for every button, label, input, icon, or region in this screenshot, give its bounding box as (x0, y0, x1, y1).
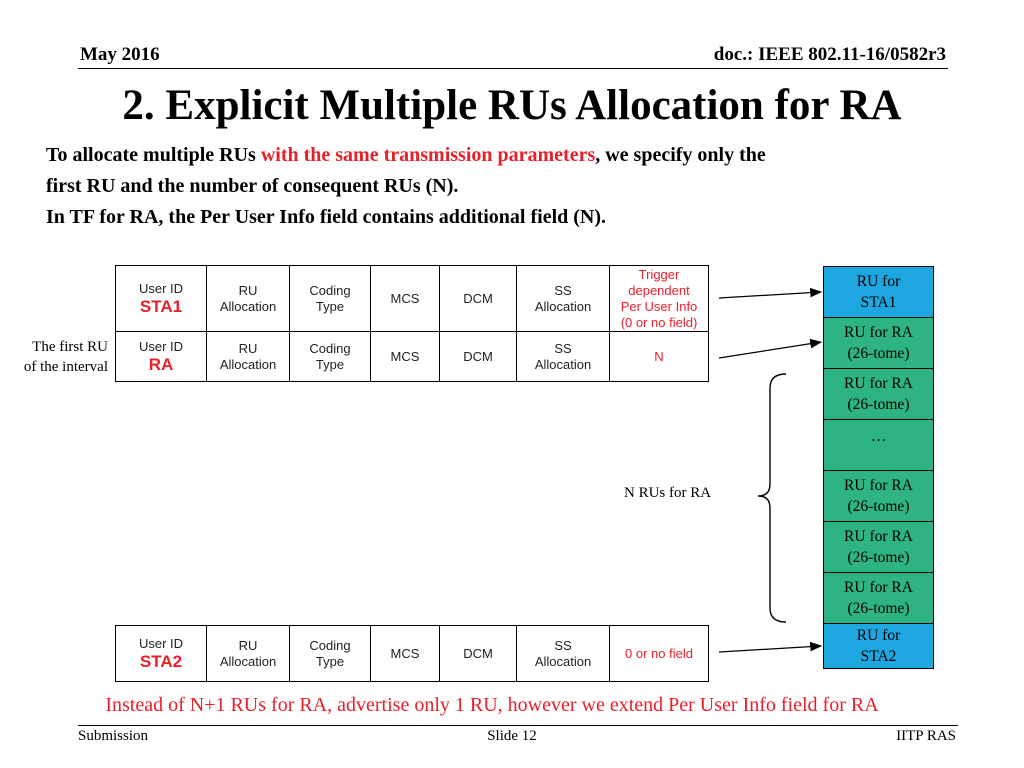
header-divider (78, 68, 948, 69)
arrow-sta1 (718, 287, 823, 299)
ru-block-ra: RU for RA(26-tome) (823, 368, 934, 420)
cell-mcs: MCS (370, 265, 440, 332)
intro-line-2: first RU and the number of consequent RU… (46, 175, 459, 197)
cell-mcs: MCS (370, 331, 440, 382)
intro-line-1: To allocate multiple RUs with the same t… (46, 144, 766, 166)
arrow-sta2 (718, 641, 823, 653)
arrow-ra (718, 338, 823, 359)
ru-block-ra: RU for RA(26-tome) (823, 470, 934, 522)
footer-left: Submission (78, 728, 149, 744)
ru-block-ra: RU for RA(26-tome) (823, 521, 934, 573)
ru-block-ellipsis: … (823, 419, 934, 471)
cell-dcm: DCM (439, 331, 517, 382)
cell-mcs: MCS (370, 625, 440, 682)
intro-highlight: with the same transmission parameters (260, 144, 596, 166)
n-rus-label: N RUs for RA (624, 485, 712, 501)
first-ru-note: The first RU of the interval (23, 339, 108, 375)
cell-trigger-dependent: 0 or no field (609, 625, 709, 682)
header-date: May 2016 (80, 44, 160, 65)
ru-block-ra: RU for RA(26-tome) (823, 317, 934, 369)
footer-right: IITP RAS (896, 728, 956, 744)
brace-icon (757, 373, 787, 623)
slide-title: 2. Explicit Multiple RUs Allocation for … (122, 82, 902, 129)
cell-dcm: DCM (439, 265, 517, 332)
bottom-note: Instead of N+1 RUs for RA, advertise onl… (105, 694, 879, 716)
intro-text: To allocate multiple RUs with the same t… (46, 140, 1006, 233)
footer-divider (78, 725, 958, 726)
footer-slide-number: Slide 12 (487, 728, 537, 744)
ru-block-ra: RU for RA(26-tome) (823, 572, 934, 624)
header-doc-id: doc.: IEEE 802.11-16/0582r3 (713, 44, 946, 65)
cell-n-field: N (609, 331, 709, 382)
intro-line-3: In TF for RA, the Per User Info field co… (46, 206, 607, 228)
cell-dcm: DCM (439, 625, 517, 682)
